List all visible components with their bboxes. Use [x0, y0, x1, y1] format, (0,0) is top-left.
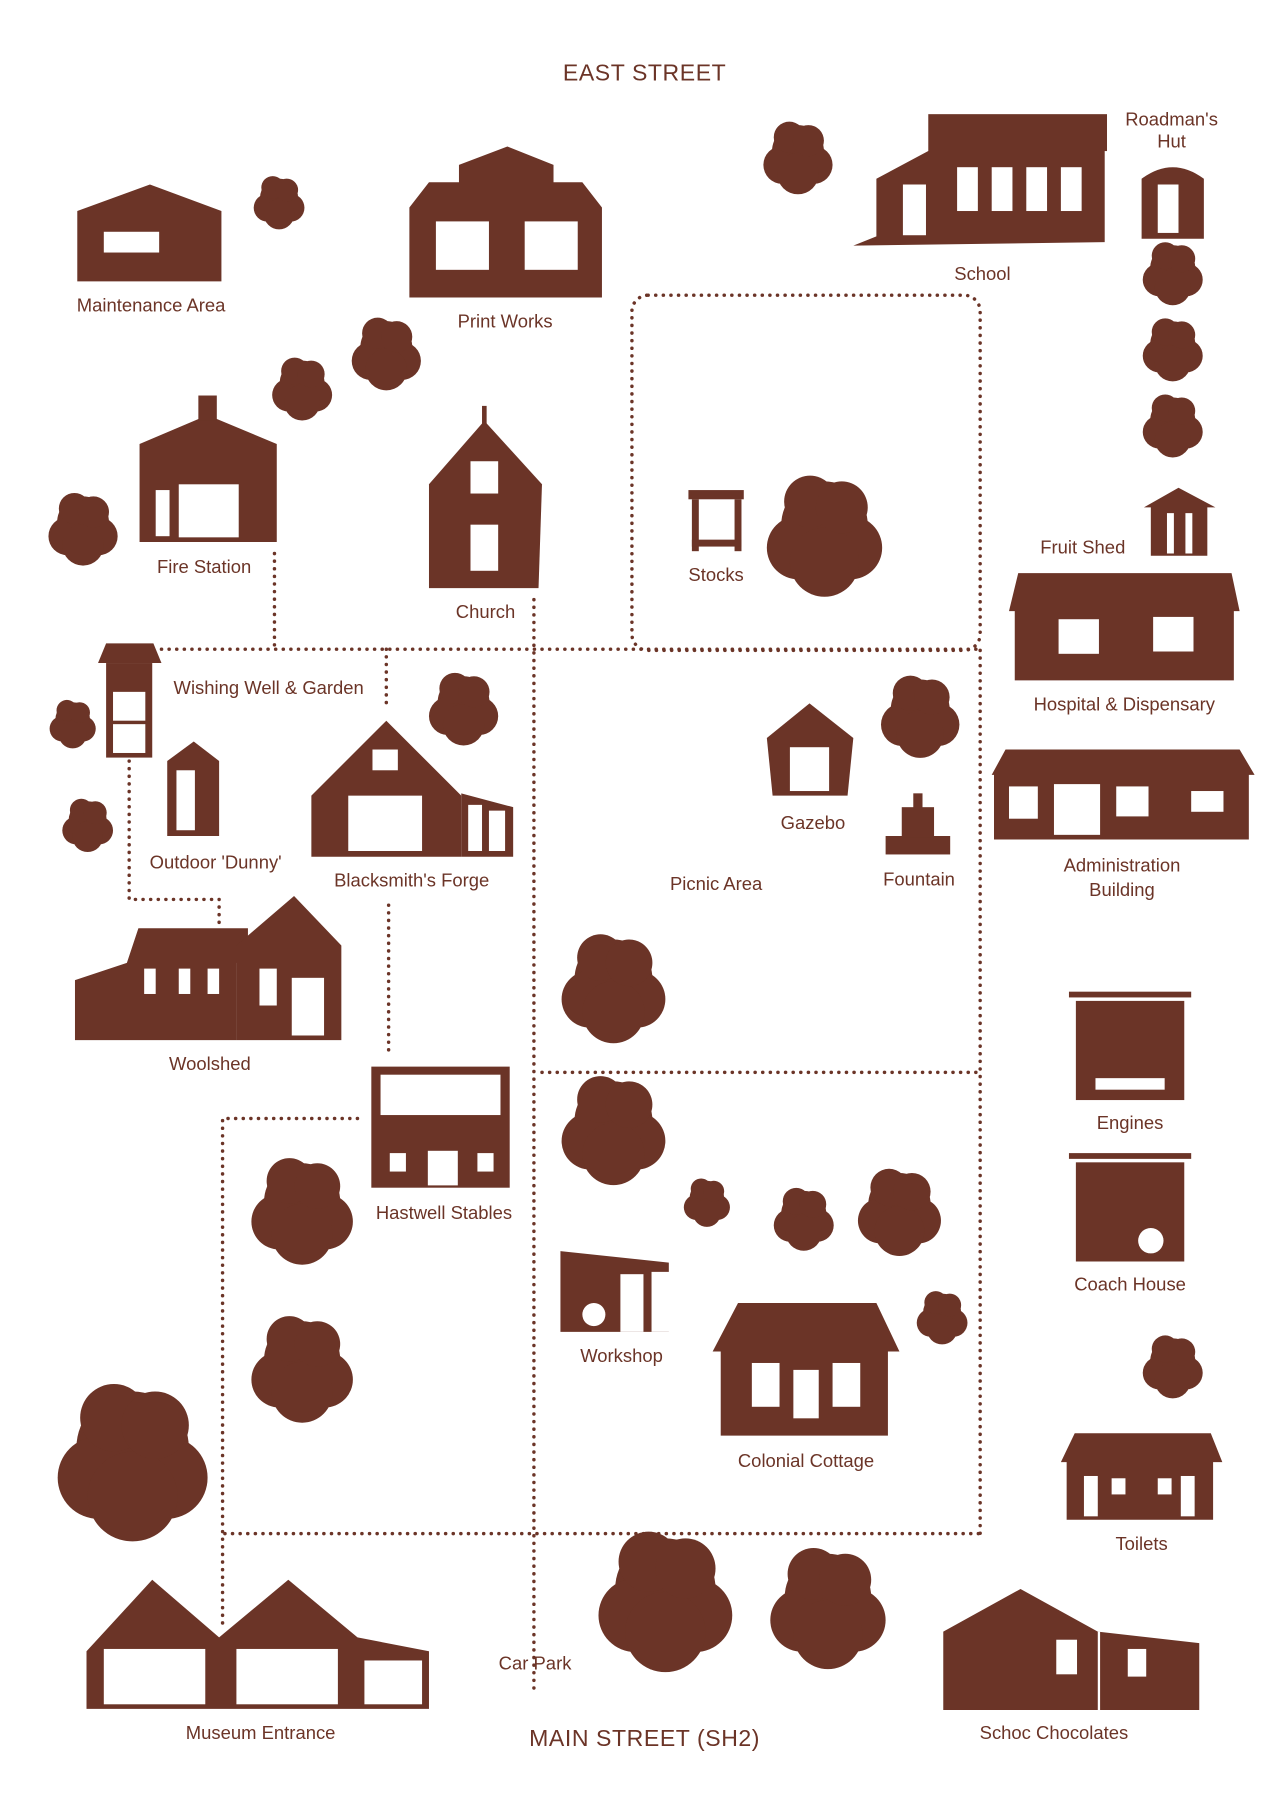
stocks-area-path [630, 293, 982, 653]
fountain-icon [885, 793, 951, 855]
school-icon [853, 114, 1108, 246]
tree-icon [351, 317, 421, 391]
tree-icon [428, 672, 499, 746]
label-church: Church [456, 601, 515, 622]
label-admin-1: Administration [1064, 855, 1181, 876]
tree-icon [598, 1531, 733, 1673]
schoc-chocolates-icon [909, 1588, 1200, 1711]
tree-icon [272, 357, 333, 421]
label-toilets: Toilets [1115, 1533, 1167, 1554]
tree-icon [561, 934, 666, 1044]
hospital-icon [1008, 573, 1240, 681]
wishing-well-icon [98, 643, 162, 758]
label-blacksmith: Blacksmith's Forge [334, 870, 489, 891]
tree-icon [857, 1168, 941, 1256]
tree-icon [57, 1384, 208, 1542]
engines-icon [1068, 991, 1192, 1101]
outdoor-dunny-icon [167, 741, 220, 837]
tree-icon [49, 699, 96, 749]
roadmans-hut-icon [1141, 167, 1204, 239]
tree-icon [48, 492, 118, 566]
museum-entrance-icon [86, 1579, 429, 1709]
label-schoc: Schoc Chocolates [980, 1722, 1129, 1743]
toilets-icon [1060, 1433, 1223, 1520]
fire-station-icon [139, 395, 277, 542]
workshop-icon [560, 1251, 683, 1332]
label-colonial-cottage: Colonial Cottage [738, 1450, 874, 1471]
labels: EAST STREET MAIN STREET (SH2) Maintenanc… [77, 60, 1218, 1751]
maintenance-area-icon [77, 184, 222, 282]
woolshed-icon [74, 895, 342, 1041]
tree-icon [770, 1548, 886, 1670]
label-school: School [954, 263, 1010, 284]
tree-icon [880, 675, 960, 758]
tree-icon [62, 798, 114, 853]
gazebo-icon [766, 703, 854, 796]
tree-icon [773, 1187, 834, 1251]
colonial-cottage-icon [712, 1303, 900, 1436]
hastwell-stables-icon [371, 1066, 510, 1188]
tree-icon [251, 1316, 353, 1423]
tree-icon [251, 1158, 353, 1265]
label-fruit-shed: Fruit Shed [1040, 536, 1125, 557]
label-hastwell-stables: Hastwell Stables [376, 1202, 512, 1223]
paths [127, 293, 982, 1697]
path-museum [220, 1116, 360, 1628]
label-roadmans-hut-2: Hut [1157, 131, 1186, 152]
print-works-icon [409, 146, 602, 298]
label-hospital: Hospital & Dispensary [1034, 693, 1216, 714]
label-museum-entrance: Museum Entrance [186, 1722, 336, 1743]
label-print-works: Print Works [458, 310, 553, 331]
tree-icon [1142, 1335, 1203, 1399]
label-admin-2: Building [1089, 879, 1155, 900]
tree-icon [763, 121, 833, 195]
tree-icon [1142, 318, 1203, 382]
label-coach-house: Coach House [1074, 1273, 1186, 1294]
street-label-east: EAST STREET [563, 60, 726, 86]
label-maintenance: Maintenance Area [77, 294, 226, 315]
label-fountain: Fountain [883, 869, 955, 890]
church-icon [428, 405, 542, 589]
tree-icon [683, 1178, 730, 1227]
fruit-shed-icon [1143, 487, 1216, 556]
label-car-park: Car Park [499, 1653, 573, 1674]
label-picnic-area: Picnic Area [670, 873, 763, 894]
label-gazebo: Gazebo [781, 812, 846, 833]
tree-icon [561, 1076, 666, 1186]
label-woolshed: Woolshed [169, 1053, 251, 1074]
label-wishing-well: Wishing Well & Garden [174, 677, 364, 698]
coach-house-icon [1068, 1153, 1192, 1262]
label-workshop: Workshop [580, 1345, 663, 1366]
tree-icon [253, 176, 305, 230]
label-outdoor-dunny: Outdoor 'Dunny' [150, 851, 282, 872]
label-stocks: Stocks [688, 564, 743, 585]
label-engines: Engines [1097, 1112, 1164, 1133]
blacksmiths-forge-icon [311, 720, 514, 857]
tree-icon [1142, 242, 1203, 306]
tree-icon [1142, 394, 1203, 458]
path-woolshed [127, 759, 221, 925]
label-fire-station: Fire Station [157, 556, 251, 577]
tree-icon [766, 475, 883, 597]
trees [48, 121, 1203, 1673]
street-label-main: MAIN STREET (SH2) [529, 1725, 760, 1751]
administration-building-icon [991, 749, 1255, 840]
tree-icon [916, 1291, 968, 1345]
label-roadmans-hut-1: Roadman's [1125, 109, 1218, 130]
buildings [74, 114, 1255, 1711]
stocks-icon [688, 490, 744, 552]
